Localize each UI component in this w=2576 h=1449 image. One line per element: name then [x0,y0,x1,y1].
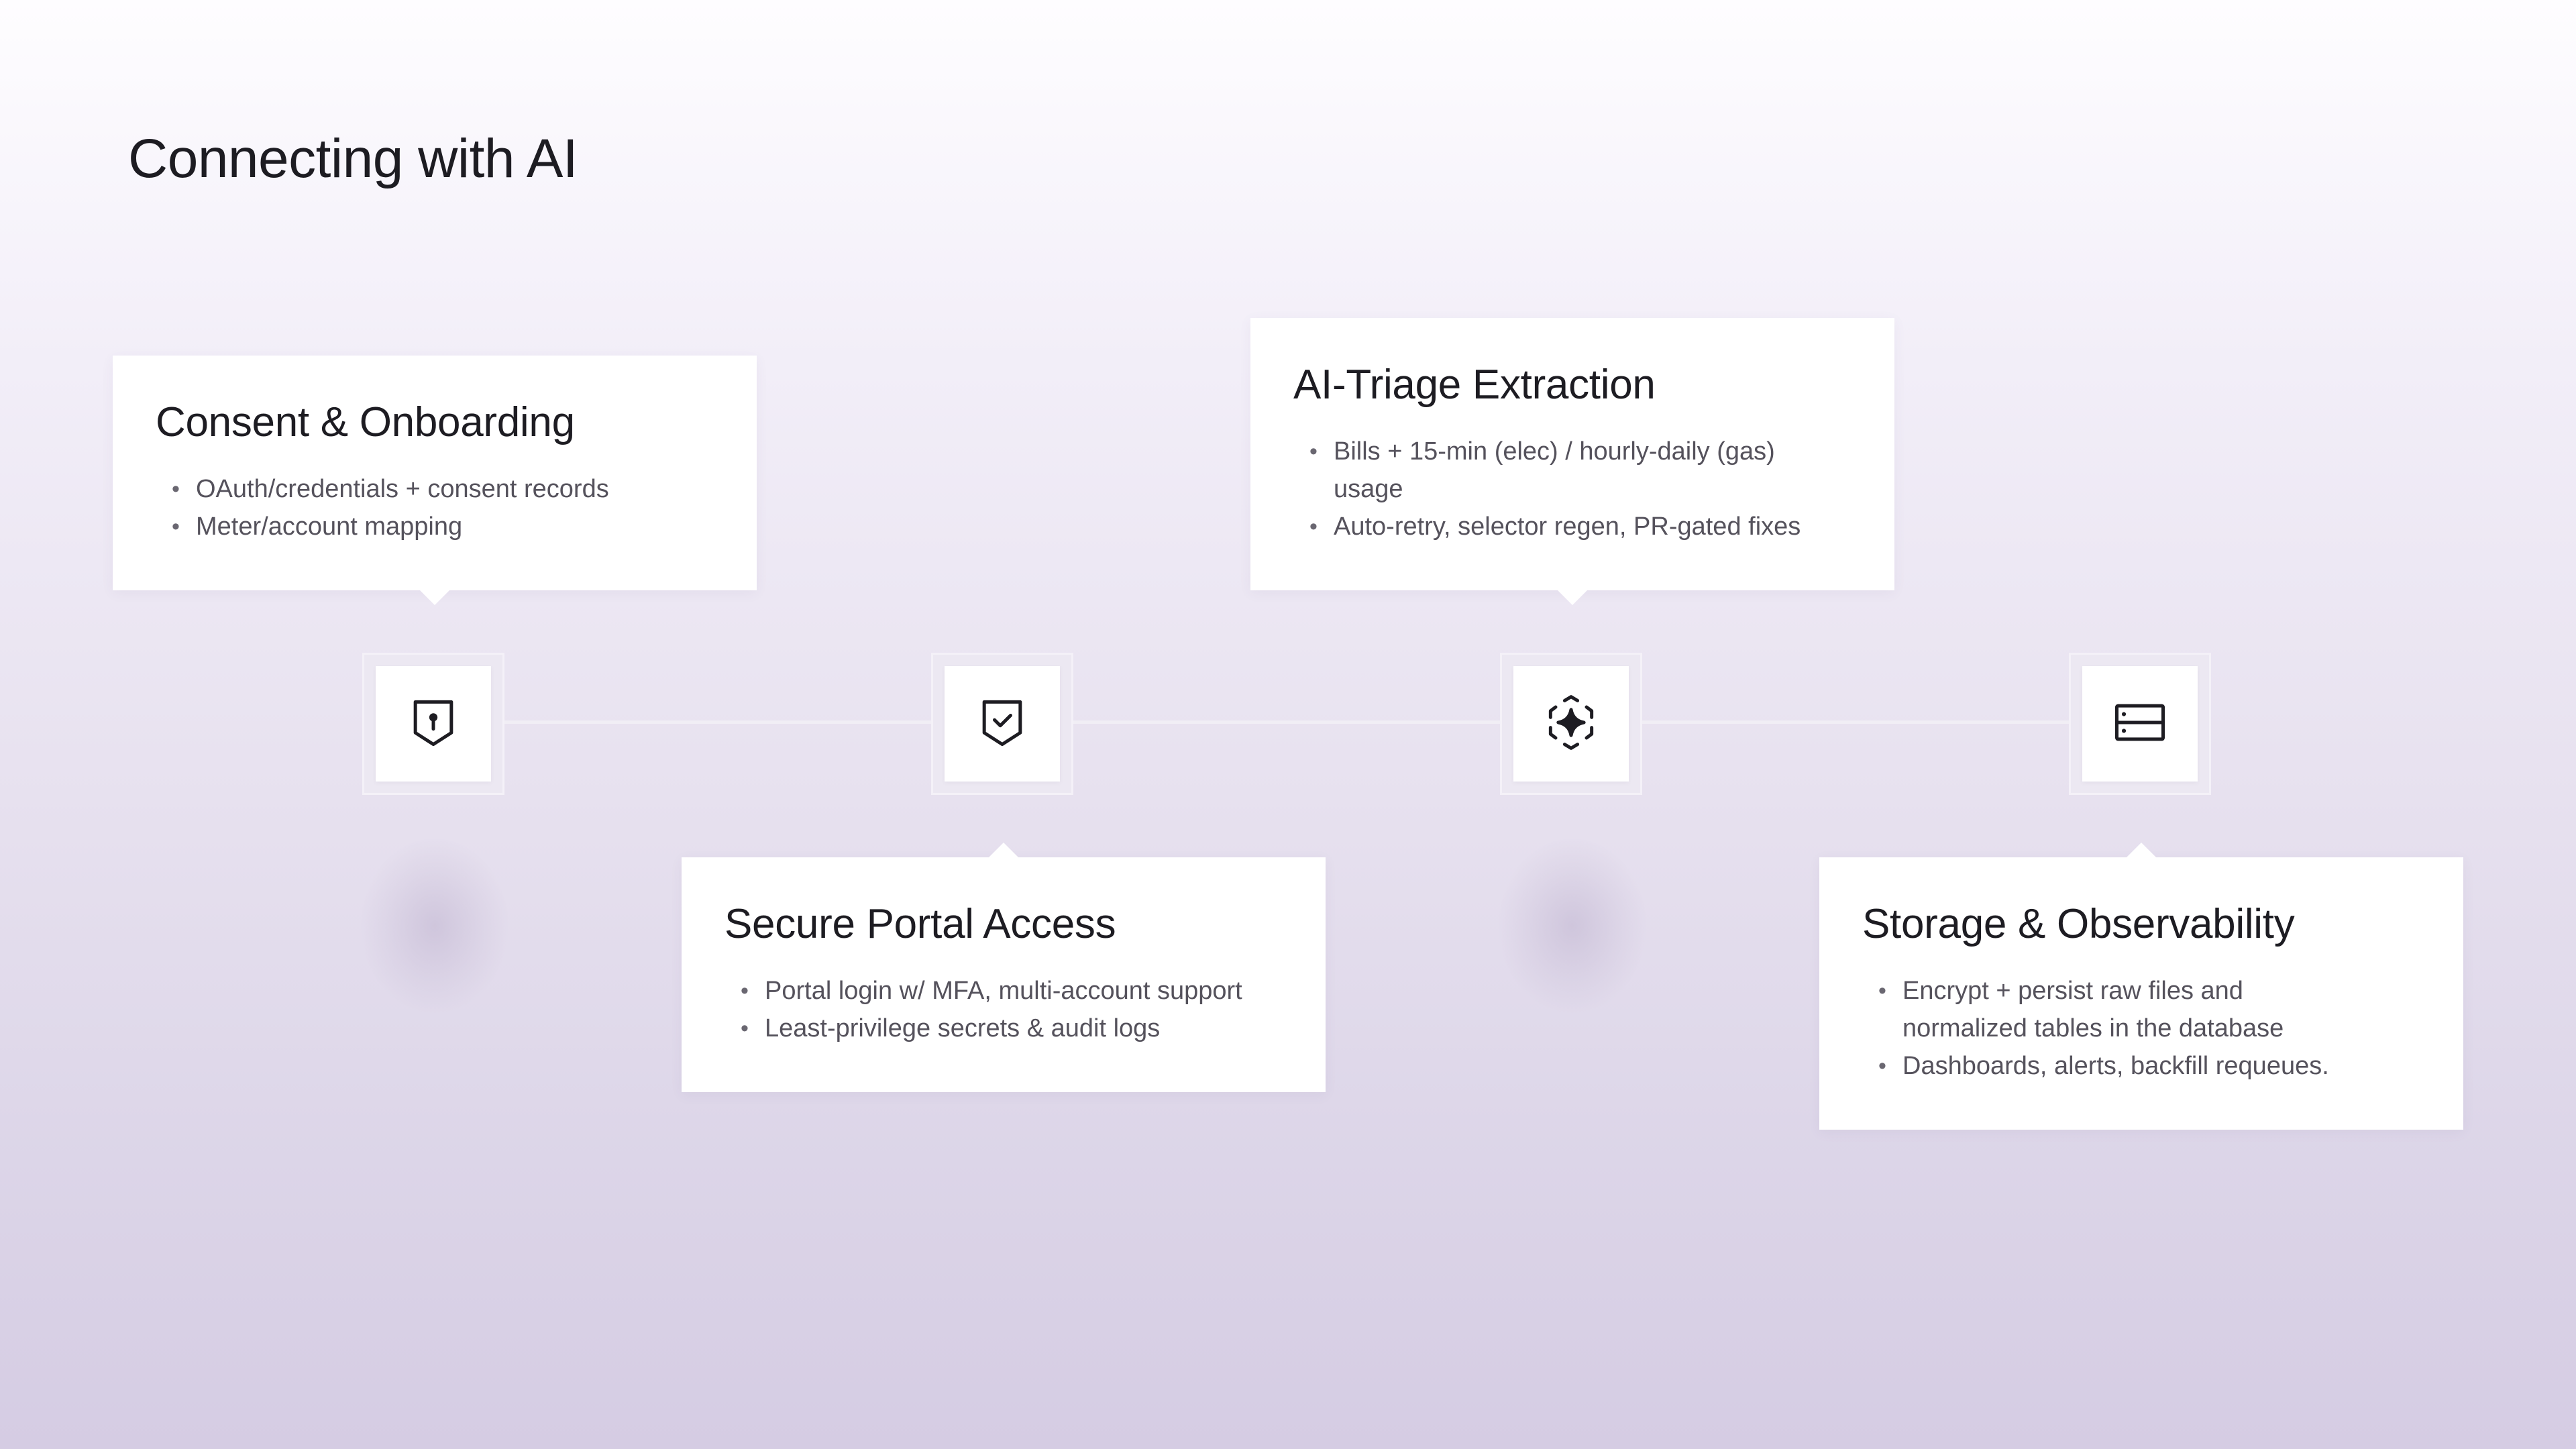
step-node-4 [2069,653,2211,795]
step-title: Secure Portal Access [724,901,1116,947]
step-node-3 [1500,653,1642,795]
step-bullet: Auto-retry, selector regen, PR-gated fix… [1309,508,1811,545]
step-node-1 [362,653,504,795]
step-title: Consent & Onboarding [156,399,575,445]
step-bullet: Least-privilege secrets & audit logs [741,1010,1283,1047]
step-title: AI-Triage Extraction [1293,362,1656,408]
card-pointer [2127,843,2156,857]
database-server-icon [2109,692,2171,757]
step-node-2 [931,653,1073,795]
card-pointer [420,590,449,605]
step-card-secure-portal-access: Secure Portal Access Portal login w/ MFA… [682,843,1326,1092]
shield-check-icon [971,692,1033,757]
card-pointer [1558,590,1587,605]
node-glow-1 [361,839,508,1013]
step-bullet: Encrypt + persist raw files and normaliz… [1878,972,2373,1047]
connector-line-3-4 [1642,720,2070,724]
card-pointer [989,843,1018,857]
step-bullet-list: OAuth/credentials + consent records Mete… [156,470,714,545]
shield-keyhole-icon [402,692,464,757]
step-bullet: Bills + 15-min (elec) / hourly-daily (ga… [1309,433,1811,508]
step-title: Storage & Observability [1862,901,2295,947]
connector-line-1-2 [504,720,932,724]
step-bullet: Meter/account mapping [172,508,714,545]
step-bullet: OAuth/credentials + consent records [172,470,714,508]
step-bullet-list: Bills + 15-min (elec) / hourly-daily (ga… [1293,433,1851,545]
step-card-storage-observability: Storage & Observability Encrypt + persis… [1819,843,2463,1130]
node-glow-3 [1499,839,1646,1013]
step-card-consent-onboarding: Consent & Onboarding OAuth/credentials +… [113,356,757,605]
slide-title: Connecting with AI [128,128,578,189]
step-card-ai-triage-extraction: AI-Triage Extraction Bills + 15-min (ele… [1250,318,1894,605]
step-bullet: Portal login w/ MFA, multi-account suppo… [741,972,1283,1010]
step-bullet: Dashboards, alerts, backfill requeues. [1878,1047,2373,1085]
connector-line-2-3 [1073,720,1501,724]
step-bullet-list: Encrypt + persist raw files and normaliz… [1862,972,2420,1085]
step-bullet-list: Portal login w/ MFA, multi-account suppo… [724,972,1283,1047]
ai-sparkle-icon [1540,692,1602,757]
